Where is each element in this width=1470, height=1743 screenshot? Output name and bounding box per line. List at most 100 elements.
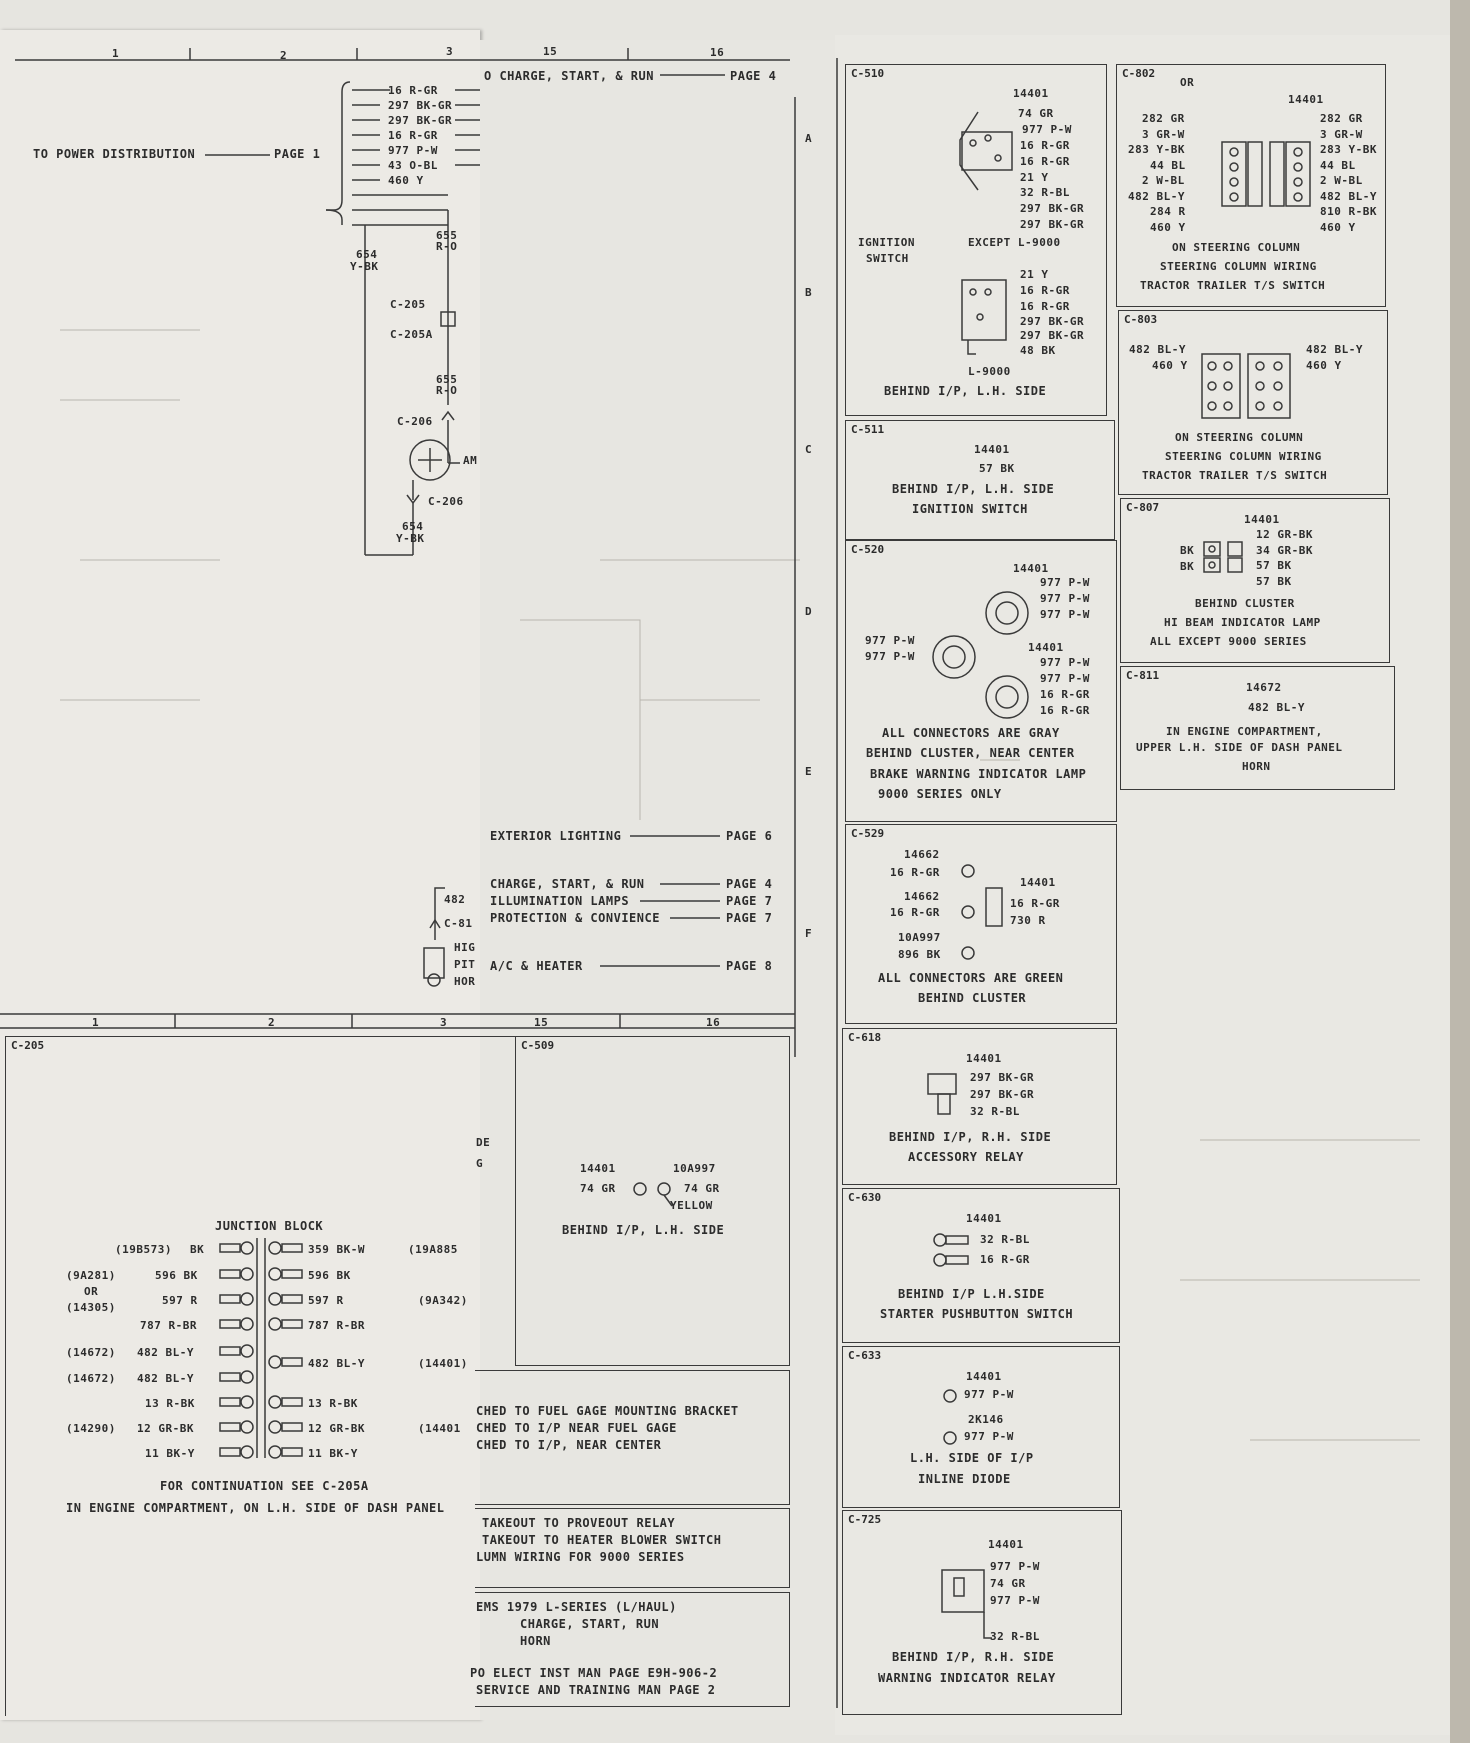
- horn-hor: HOR: [454, 975, 476, 988]
- c529-wire-1: 16 R-GR: [890, 866, 940, 879]
- c520-box-id: C-520: [851, 543, 885, 556]
- c510-wire-a6: 32 R-BL: [1020, 186, 1070, 199]
- c630-wire-2: 16 R-GR: [980, 1253, 1030, 1266]
- c807-wire-1: 12 GR-BK: [1256, 528, 1313, 541]
- horn-pit: PIT: [454, 958, 476, 971]
- exterior-lighting-page: PAGE 6: [726, 829, 773, 843]
- c633-part-1: 14401: [966, 1370, 1002, 1383]
- c520-wire-a3: 977 P-W: [1040, 608, 1090, 621]
- grid-row-f: F: [805, 927, 813, 940]
- c803-note-3: TRACTOR TRAILER T/S SWITCH: [1142, 469, 1328, 482]
- c520-wire-b1: 977 P-W: [1040, 656, 1090, 669]
- ammeter-label: AM: [463, 454, 478, 467]
- c511-connector-box: C-511: [845, 420, 1115, 540]
- c205-left-wire-3: 597 R: [162, 1294, 198, 1307]
- c803-left-wire-2: 460 Y: [1152, 359, 1188, 372]
- c807-wire-3: 57 BK: [1256, 559, 1292, 572]
- illumination-ref: ILLUMINATION LAMPS: [490, 894, 630, 908]
- c520-wire-b4: 16 R-GR: [1040, 704, 1090, 717]
- c205-left-wire-2: 596 BK: [155, 1269, 198, 1282]
- c509-part-2: 10A997: [673, 1162, 716, 1175]
- c802-or: OR: [1180, 76, 1195, 89]
- c520-note-2: BEHIND CLUSTER, NEAR CENTER: [866, 746, 1075, 760]
- c509-connector-symbol: [633, 1182, 673, 1207]
- c803-connector-box: C-803: [1118, 310, 1388, 495]
- c529-wire-5: 730 R: [1010, 914, 1046, 927]
- c510-wire-b6: 48 BK: [1020, 344, 1056, 357]
- c802-connector-blocks: [1221, 141, 1311, 207]
- c807-wire-2: 34 GR-BK: [1256, 544, 1313, 557]
- c205-left-ref-6: (14672): [66, 1372, 116, 1385]
- horn-circuit-lines: [423, 887, 445, 987]
- connector-views-sheet: [835, 35, 1450, 1735]
- c510-part: 14401: [1013, 87, 1049, 100]
- c81-label: C-81: [444, 917, 473, 930]
- c205-right-wire-4: 787 R-BR: [308, 1319, 365, 1332]
- title-line-2: CHARGE, START, RUN: [520, 1617, 660, 1631]
- c520-connector-box: C-520: [845, 540, 1117, 822]
- c807-part: 14401: [1244, 513, 1280, 526]
- c510-box-id: C-510: [851, 67, 885, 80]
- c520-wire-b2: 977 P-W: [1040, 672, 1090, 685]
- c205-note-continuation: FOR CONTINUATION SEE C-205A: [160, 1479, 369, 1493]
- c510-wire-a8: 297 BK-GR: [1020, 218, 1085, 231]
- c205-left-ref-3: OR: [84, 1285, 99, 1298]
- c205-connector-box: C-205: [5, 1036, 515, 1716]
- c633-connector-box: C-633: [842, 1346, 1120, 1508]
- c205-right-wire-6: 13 R-BK: [308, 1397, 358, 1410]
- c510-wire-a1: 74 GR: [1018, 107, 1054, 120]
- c205-left-wire-6: 482 BL-Y: [137, 1372, 194, 1385]
- c520-wire-l1: 977 P-W: [865, 634, 915, 647]
- c205-right-ref-1: (19A885: [408, 1243, 458, 1256]
- c811-connector-box: C-811: [1120, 666, 1395, 790]
- note-line-6: LUMN WIRING FOR 9000 SERIES: [476, 1550, 685, 1564]
- main-wire-7: 460 Y: [388, 174, 424, 187]
- left-schematic-sheet: [0, 30, 480, 1720]
- c529-part-4: 14401: [1020, 876, 1056, 889]
- c802-right-wire-8: 460 Y: [1320, 221, 1356, 234]
- c807-note-2: HI BEAM INDICATOR LAMP: [1164, 616, 1321, 629]
- wire-654-label: 654: [356, 248, 378, 261]
- c618-connector-box: C-618: [842, 1028, 1117, 1185]
- c618-wire-3: 32 R-BL: [970, 1105, 1020, 1118]
- c510-switch-label: SWITCH: [866, 252, 909, 265]
- c630-note: STARTER PUSHBUTTON SWITCH: [880, 1307, 1074, 1321]
- c802-left-wire-6: 482 BL-Y: [1128, 190, 1185, 203]
- c811-note-1: IN ENGINE COMPARTMENT,: [1166, 725, 1323, 738]
- c205-note-location: IN ENGINE COMPARTMENT, ON L.H. SIDE OF D…: [66, 1501, 445, 1515]
- c725-wire-1: 977 P-W: [990, 1560, 1040, 1573]
- c511-location: BEHIND I/P, L.H. SIDE: [892, 482, 1055, 496]
- c725-wire-3: 977 P-W: [990, 1594, 1040, 1607]
- wire-654-color: Y-BK: [350, 260, 379, 273]
- c618-part: 14401: [966, 1052, 1002, 1065]
- c510-wire-a7: 297 BK-GR: [1020, 202, 1085, 215]
- c725-wire-2: 74 GR: [990, 1577, 1026, 1590]
- c529-connector-3: [961, 946, 975, 960]
- c205-right-wire-3: 597 R: [308, 1294, 344, 1307]
- c205-right-wire-1: 359 BK-W: [308, 1243, 365, 1256]
- c509-location: BEHIND I/P, L.H. SIDE: [562, 1223, 725, 1237]
- grid-row-a: A: [805, 132, 813, 145]
- wire-655b-label: 655: [436, 373, 458, 386]
- c205-partial-de: DE: [476, 1136, 491, 1149]
- c206-label-a: C-206: [397, 415, 433, 428]
- illumination-page: PAGE 7: [726, 894, 773, 908]
- reference-line-1: PO ELECT INST MAN PAGE E9H-906-2: [470, 1666, 718, 1680]
- c633-wire-2: 977 P-W: [964, 1430, 1014, 1443]
- c802-box-id: C-802: [1122, 67, 1156, 80]
- c510-wire-a2: 977 P-W: [1022, 123, 1072, 136]
- page-ref-leaders: [600, 835, 720, 967]
- c510-ignition-label: IGNITION: [858, 236, 915, 249]
- c807-box-id: C-807: [1126, 501, 1160, 514]
- c630-location: BEHIND I/P L.H.SIDE: [898, 1287, 1045, 1301]
- main-wire-6: 43 O-BL: [388, 159, 438, 172]
- title-block: [475, 1592, 790, 1707]
- c811-note-2: UPPER L.H. SIDE OF DASH PANEL: [1136, 741, 1343, 754]
- ac-heater-ref: A/C & HEATER: [490, 959, 583, 973]
- grid-col-16: 16: [710, 46, 725, 59]
- c509-wire-1: 74 GR: [580, 1182, 616, 1195]
- power-distribution-ref: TO POWER DISTRIBUTION: [33, 147, 196, 161]
- note-line-1: CHED TO FUEL GAGE MOUNTING BRACKET: [476, 1404, 739, 1418]
- c802-note-2: STEERING COLUMN WIRING: [1160, 260, 1317, 273]
- c633-wire-1: 977 P-W: [964, 1388, 1014, 1401]
